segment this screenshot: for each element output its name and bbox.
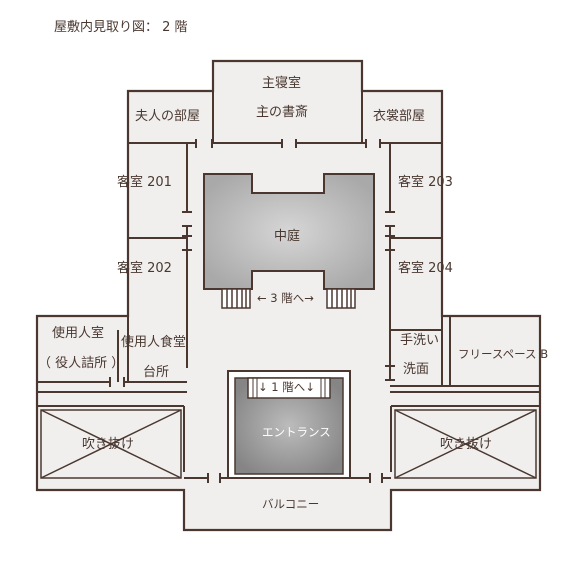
room-label-servant-dining: 使用人食堂 — [121, 335, 187, 350]
courtyard-area — [203, 173, 375, 290]
room-label-entrance: エントランス — [262, 425, 331, 439]
room-label-balcony: バルコニー — [262, 497, 320, 511]
room-label-master-study: 主の書斎 — [256, 105, 309, 120]
entrance-area — [227, 370, 351, 479]
room-label-guest-203: 客室 203 — [398, 175, 453, 190]
stairs-up-label: ← 3 階へ→ — [257, 291, 314, 305]
room-label-master-bedroom: 主寝室 — [262, 76, 302, 91]
stairs-up-steps — [221, 288, 356, 309]
interior-walls — [37, 61, 540, 479]
void-label-right: 吹き抜け — [440, 437, 493, 452]
room-label-toilet: 手洗い — [400, 333, 440, 348]
page-title: 屋敷内見取り図： 2 階 — [54, 20, 188, 35]
building-floor — [35, 59, 542, 532]
room-label-guest-202: 客室 202 — [117, 261, 172, 276]
room-label-courtyard: 中庭 — [274, 229, 301, 244]
room-label-servant-room: 使用人室 — [52, 326, 105, 341]
room-label-kitchen: 台所 — [143, 365, 170, 380]
room-label-guest-201: 客室 201 — [117, 175, 172, 190]
room-label-free-space-b: フリースペース B — [458, 347, 549, 361]
room-label-servant-room-sub: （ 役人詰所 ） — [38, 356, 125, 371]
room-label-wardrobe-room: 衣裳部屋 — [373, 109, 426, 124]
void-label-left: 吹き抜け — [82, 437, 135, 452]
room-label-madam-room: 夫人の部屋 — [135, 109, 201, 124]
room-label-washroom: 洗面 — [403, 362, 430, 377]
room-label-guest-204: 客室 204 — [398, 261, 453, 276]
void-left — [40, 409, 182, 479]
door-marks — [109, 139, 395, 483]
void-right — [394, 409, 537, 479]
stairs-down-label: ↓ 1 階へ↓ — [258, 380, 315, 394]
